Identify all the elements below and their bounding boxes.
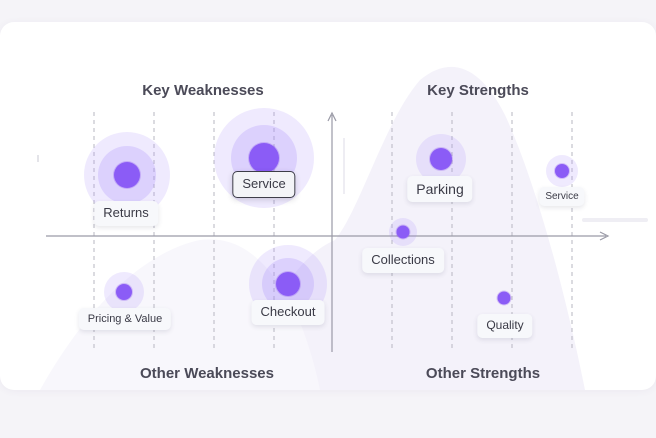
point-label-quality: Quality	[477, 314, 533, 338]
data-point-service[interactable]	[249, 143, 279, 173]
point-label-pricing-value: Pricing & Value	[78, 308, 172, 331]
background-shape-left	[40, 239, 320, 390]
point-label-collections: Collections	[362, 248, 444, 273]
y-axis-ghost-label	[339, 138, 349, 194]
point-label-checkout: Checkout	[251, 300, 325, 325]
data-point-parking[interactable]	[430, 148, 452, 170]
point-label-service-strength: Service	[539, 187, 585, 206]
data-point-collections[interactable]	[396, 225, 410, 239]
gridlines	[93, 112, 573, 352]
point-label-parking: Parking	[407, 176, 473, 203]
axes	[46, 111, 610, 352]
title-key-weaknesses: Key Weaknesses	[142, 82, 264, 99]
point-label-service: Service	[232, 171, 296, 198]
data-point-service-strength[interactable]	[555, 164, 569, 178]
x-axis-arrow	[599, 231, 610, 241]
data-point-quality[interactable]	[497, 291, 511, 305]
y-axis-arrow	[327, 111, 337, 122]
title-other-weaknesses: Other Weaknesses	[140, 365, 274, 382]
data-point-pricing-value[interactable]	[116, 284, 132, 300]
x-axis-ghost-label	[582, 218, 648, 222]
point-label-returns: Returns	[94, 201, 158, 226]
data-point-returns[interactable]	[114, 162, 140, 188]
data-point-checkout[interactable]	[276, 272, 300, 296]
title-other-strengths: Other Strengths	[425, 365, 541, 382]
title-key-strengths: Key Strengths	[427, 82, 529, 99]
